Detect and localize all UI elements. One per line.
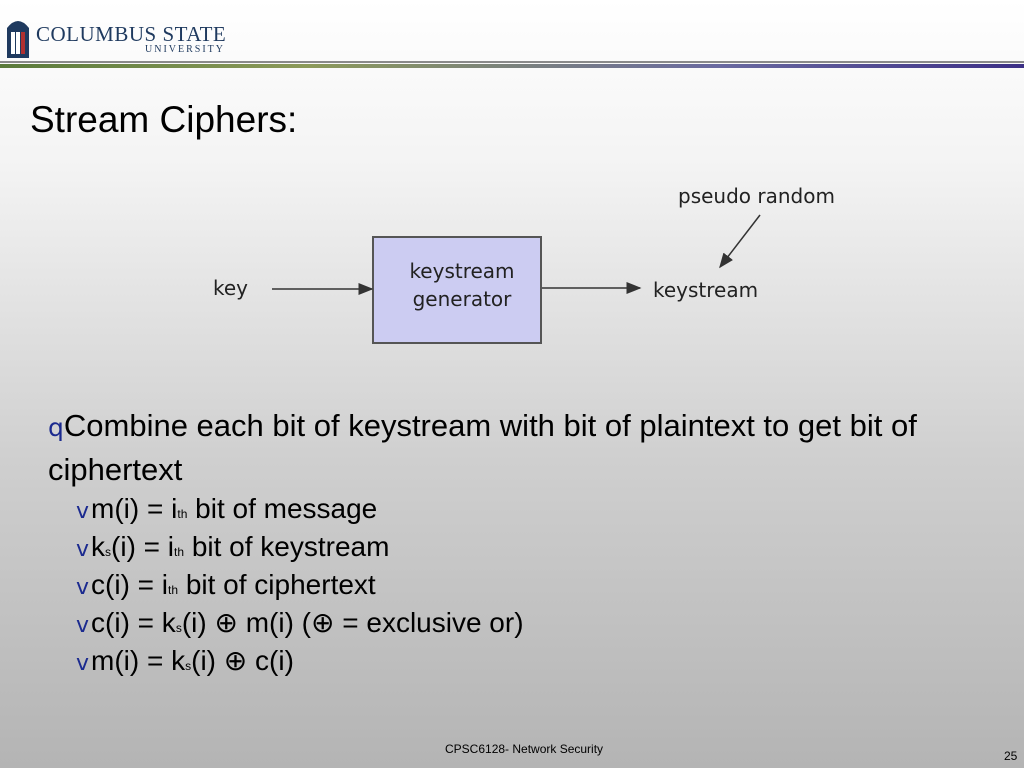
keystream-generator-box [372, 236, 542, 344]
pseudo-random-label: pseudo random [678, 184, 835, 208]
footer-course: CPSC6128- Network Security [445, 742, 604, 756]
list-item: vks(i) = ith bit of keystream [76, 528, 524, 566]
list-item: vc(i) = ks(i) ⊕ m(i) (⊕ = exclusive or) [76, 604, 524, 642]
sub-small: th [177, 507, 188, 521]
keystream-diagram: keystream generator key keystream pseudo… [213, 184, 835, 344]
box-label-line1: keystream [409, 259, 514, 283]
university-logo: COLUMBUS STATE UNIVERSITY [4, 10, 244, 58]
diamond-bullet-icon: v [76, 613, 90, 638]
header-rule [0, 61, 1024, 63]
sub-small: s [175, 621, 182, 635]
box-label-line2: generator [413, 287, 513, 311]
slide-title: Stream Ciphers: [30, 99, 298, 140]
sub-small: th [174, 545, 185, 559]
sub-text: c(i) = i [91, 569, 169, 600]
sub-text: bit of ciphertext [178, 569, 376, 600]
sub-text: bit of message [187, 493, 378, 524]
sub-text: (i) = i [111, 531, 175, 562]
list-item: vm(i) = ith bit of message [76, 490, 524, 528]
sub-text: (i) ⊕ m(i) (⊕ = exclusive or) [181, 607, 524, 638]
logo-subtitle: UNIVERSITY [145, 44, 225, 55]
sub-text: m(i) = i [91, 493, 178, 524]
diamond-bullet-icon: v [76, 537, 90, 562]
sub-text: m(i) = k [91, 645, 186, 676]
keystream-label: keystream [653, 278, 758, 302]
sub-text: k [91, 531, 106, 562]
sub-text: bit of keystream [184, 531, 390, 562]
main-bullet: qCombine each bit of keystream with bit … [48, 405, 998, 491]
header-accent-bar [0, 64, 1024, 68]
sub-small: th [168, 583, 179, 597]
sub-small: s [105, 545, 112, 559]
sub-bullet-list: vm(i) = ith bit of message vks(i) = ith … [76, 490, 524, 680]
list-item: vc(i) = ith bit of ciphertext [76, 566, 524, 604]
main-bullet-text: Combine each bit of keystream with bit o… [48, 408, 917, 487]
sub-text: (i) ⊕ c(i) [191, 645, 294, 676]
logo-name: COLUMBUS STATE [36, 22, 227, 46]
key-label: key [213, 276, 248, 300]
slide-header: COLUMBUS STATE UNIVERSITY [0, 0, 1024, 70]
sub-small: s [185, 659, 192, 673]
building-icon [7, 21, 29, 58]
checkbox-bullet-icon: q [48, 413, 64, 442]
list-item: vm(i) = ks(i) ⊕ c(i) [76, 642, 524, 680]
diamond-bullet-icon: v [76, 651, 90, 676]
page-number: 25 [1004, 749, 1018, 763]
diamond-bullet-icon: v [76, 499, 90, 524]
pseudo-random-arrow [719, 214, 761, 269]
diamond-bullet-icon: v [76, 575, 90, 600]
sub-text: c(i) = k [91, 607, 176, 638]
